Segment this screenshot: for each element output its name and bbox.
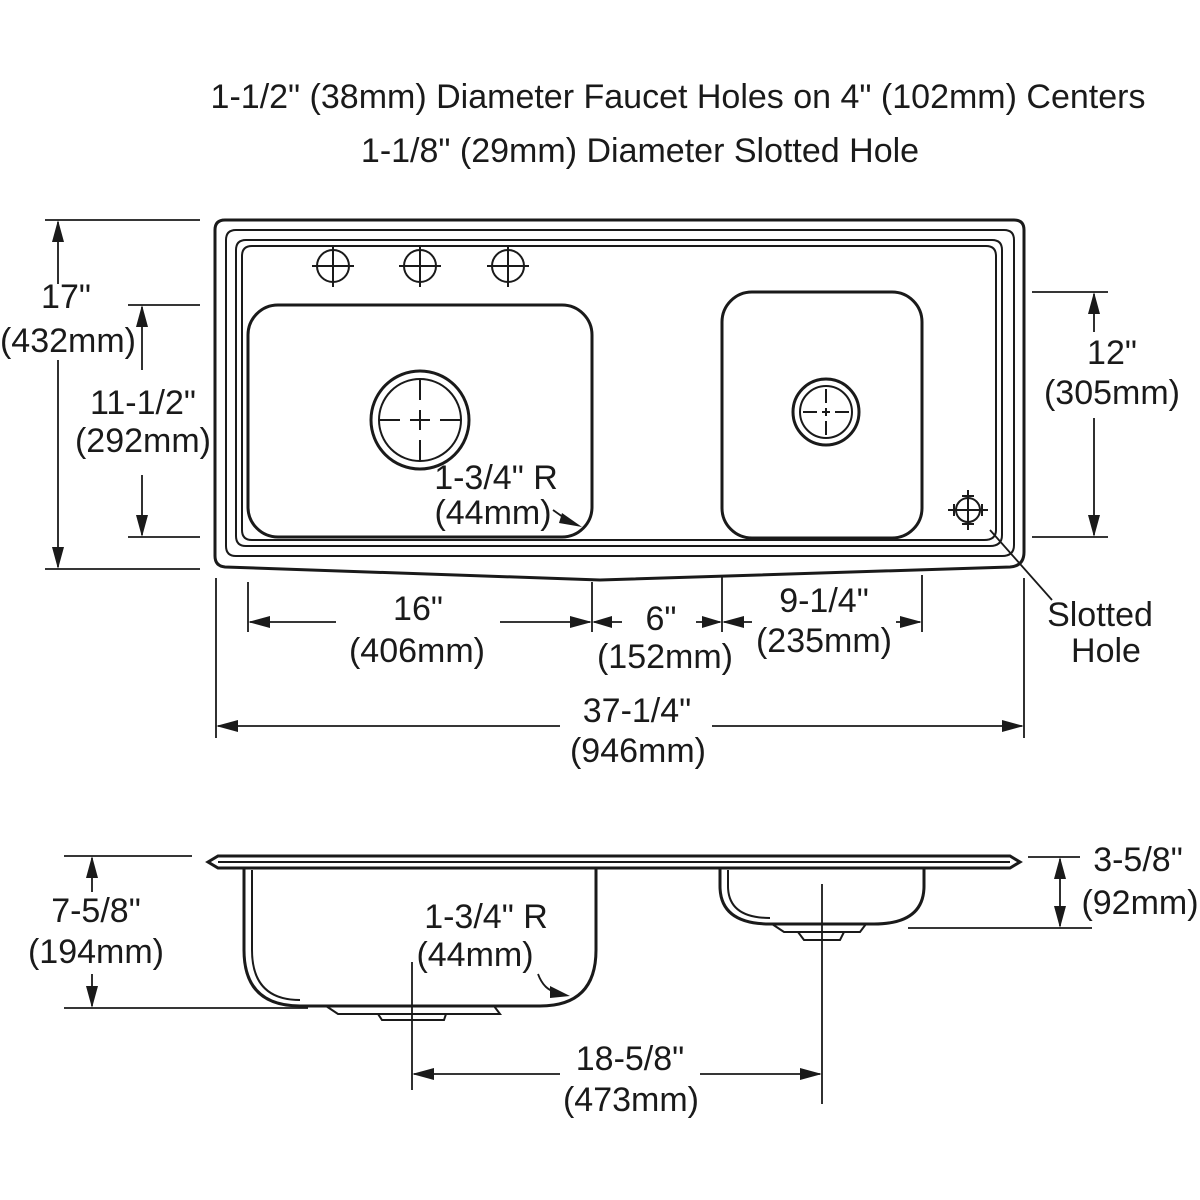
sink-deck-edge [235,239,1003,547]
dimension-right-bowl-depth: 3-5/8" (92mm) [1054,841,1199,928]
dimension-right-bowl-front-to-back: 12" (305mm) [1044,292,1180,537]
left-bowl-width-metric: (406mm) [349,632,485,670]
overall-depth-metric: (432mm) [0,322,136,360]
faucet-hole [399,245,441,287]
corner-radius-top-metric: (44mm) [434,494,551,532]
dimension-corner-radius-top: 1-3/4" R (44mm) [434,459,582,532]
slotted-hole-label-line1: Slotted [1047,596,1153,634]
dimension-left-bowl-width: 16" (406mm) [248,590,592,670]
dimension-left-bowl-depth: 7-5/8" (194mm) [28,856,164,1008]
right-bowl [720,290,924,540]
dimension-right-bowl-width: 9-1/4" (235mm) [722,582,922,660]
faucet-hole [312,245,354,287]
extension-lines-front [64,855,1092,1104]
bowl-gap-imperial: 6" [646,600,677,638]
sink-deck-inner [241,245,997,541]
dimension-overall-width: 37-1/4" (946mm) [216,692,1024,770]
front-right-depth-metric: (92mm) [1081,884,1198,922]
slotted-hole-callout: Slotted Hole [989,529,1153,670]
overall-width-imperial: 37-1/4" [583,692,691,730]
dimension-left-bowl-front-to-back: 11-1/2" (292mm) [75,305,211,537]
right-bowl-depth-metric: (305mm) [1044,374,1180,412]
front-right-depth-imperial: 3-5/8" [1093,841,1183,879]
front-view-sink [205,854,1023,1021]
drain-distance-imperial: 18-5/8" [576,1040,684,1078]
left-bowl [246,303,594,539]
dimension-drain-center-distance: 18-5/8" (473mm) [412,1040,822,1119]
sink-rim-inner-1 [225,229,1015,557]
dimension-bowl-gap: 6" (152mm) [592,600,733,676]
right-bowl-width-metric: (235mm) [756,622,892,660]
front-left-depth-metric: (194mm) [28,933,164,971]
right-bowl-width-imperial: 9-1/4" [779,582,869,620]
left-drain [369,369,471,471]
dimension-overall-depth: 17" (432mm) [0,220,136,569]
left-bowl-width-imperial: 16" [393,590,443,628]
faucet-hole [487,245,529,287]
corner-radius-front-imperial: 1-3/4" R [424,898,548,936]
drain-distance-metric: (473mm) [563,1081,699,1119]
corner-radius-top-imperial: 1-3/4" R [434,459,558,497]
front-right-drain [771,923,867,941]
front-left-depth-imperial: 7-5/8" [51,892,141,930]
header-faucet-holes: 1-1/2" (38mm) Diameter Faucet Holes on 4… [211,78,1146,116]
sink-rim-outer [213,218,1026,582]
header-slotted-hole: 1-1/8" (29mm) Diameter Slotted Hole [361,132,919,170]
dimension-corner-radius-front: 1-3/4" R (44mm) [416,898,570,998]
corner-radius-front-metric: (44mm) [416,936,533,974]
top-view-sink [213,218,1026,582]
overall-width-metric: (946mm) [570,732,706,770]
right-bowl-depth-imperial: 12" [1087,334,1137,372]
front-rim [205,854,1023,870]
overall-depth-imperial: 17" [41,278,91,316]
extension-lines-top [45,219,1108,738]
slotted-hole-label-line2: Hole [1071,632,1141,670]
left-bowl-depth-metric: (292mm) [75,422,211,460]
slotted-hole [948,490,988,530]
front-left-bowl [242,868,598,1008]
front-left-drain [325,1005,502,1021]
left-bowl-depth-imperial: 11-1/2" [90,384,196,422]
bowl-gap-metric: (152mm) [597,638,733,676]
right-drain [791,377,861,447]
